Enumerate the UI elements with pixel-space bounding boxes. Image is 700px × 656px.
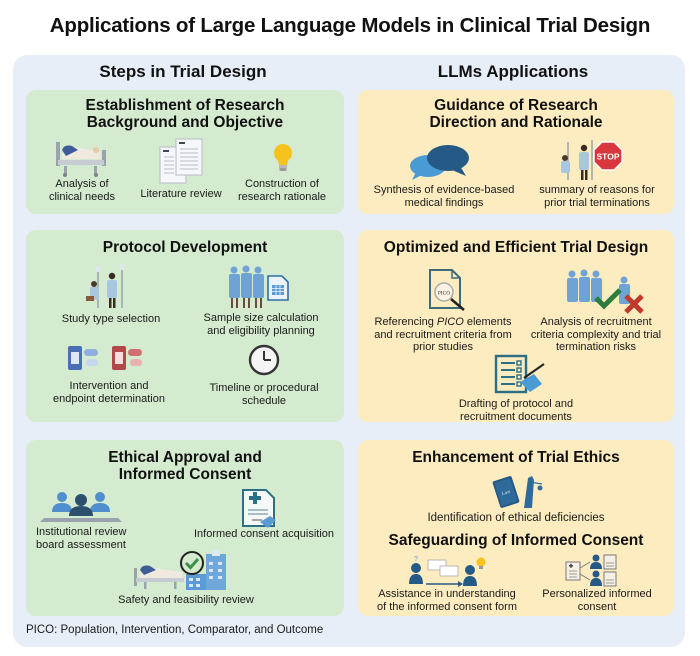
- checklist-writing-icon: [494, 354, 545, 394]
- column-heading-llm: LLMs Applications: [437, 62, 589, 81]
- stop-sign-text: STOP: [597, 152, 620, 162]
- panel-title: Enhancement of Trial Ethics: [412, 449, 620, 466]
- panel-research-guidance: Guidance of Research Direction and Ratio…: [358, 90, 674, 214]
- documents-icon: [159, 138, 203, 184]
- clock-icon: [248, 344, 280, 376]
- pill-bottles-icon: [68, 346, 142, 370]
- panel-subtitle-informed-consent: Safeguarding of Informed Consent: [388, 532, 644, 549]
- law-book-text: Law: [501, 490, 511, 498]
- item-label-pico-referencing: Referencing PICO elements and recruitmen…: [374, 316, 512, 353]
- speech-bubbles-icon: [410, 145, 469, 180]
- panel-title-line2: Direction and Rationale: [429, 114, 603, 131]
- panel-ethical-approval: Ethical Approval and Informed Consent In…: [26, 440, 344, 616]
- svg-text:?: ?: [414, 556, 418, 563]
- item-label-ethical-deficiencies: Identification of ethical deficiencies: [427, 512, 605, 524]
- panel-trial-ethics: Enhancement of Trial Ethics Law Identifi…: [358, 440, 674, 616]
- board-meeting-icon: [40, 492, 122, 522]
- panel-title: Guidance of Research Direction and Ratio…: [358, 97, 674, 131]
- patients-iv-icon: [86, 264, 124, 308]
- lightbulb-icon: [274, 144, 292, 171]
- panel-protocol-development: Protocol Development Study type selectio…: [26, 230, 344, 422]
- patients-stop-sign-icon: STOP: [561, 140, 623, 180]
- panel-title-line1: Ethical Approval and: [108, 449, 262, 466]
- item-label-recruitment-analysis: Analysis of recruitment criteria complex…: [530, 316, 662, 353]
- item-label-safety-feasibility: Safety and feasibility review: [118, 594, 254, 606]
- item-label-literature-review: Literature review: [140, 188, 222, 200]
- pico-search-document-icon: PICO: [429, 269, 465, 311]
- group-spreadsheet-icon: [229, 265, 289, 308]
- pico-doc-text: PICO: [438, 291, 451, 297]
- panel-title: Ethical Approval and Informed Consent: [26, 449, 344, 483]
- hospital-check-icon: [134, 550, 226, 590]
- panel-title-line1: Guidance of Research: [434, 97, 598, 114]
- panel-title: Optimized and Efficient Trial Design: [383, 239, 649, 256]
- item-label-informed-consent-acquisition: Informed consent acquisition: [193, 528, 335, 540]
- panel-research-background: Establishment of Research Background and…: [26, 90, 344, 214]
- column-heading-steps: Steps in Trial Design: [99, 62, 267, 81]
- panel-title-line1: Establishment of Research: [85, 97, 285, 114]
- medical-form-signing-icon: [242, 489, 276, 528]
- footnote-pico-definition: PICO: Population, Intervention, Comparat…: [26, 624, 324, 636]
- panel-title: Establishment of Research Background and…: [26, 97, 344, 131]
- item-label-study-type: Study type selection: [61, 313, 161, 325]
- figure-title: Applications of Large Language Models in…: [49, 14, 651, 37]
- panel-title: Protocol Development: [102, 239, 268, 256]
- panel-title-line2: Informed Consent: [118, 466, 252, 483]
- personalized-consent-icon: [565, 554, 617, 587]
- law-justice-icon: Law: [492, 476, 543, 508]
- patients-check-cross-icon: [567, 269, 644, 314]
- panel-optimized-trial-design: Optimized and Efficient Trial Design PIC…: [358, 230, 674, 423]
- consent-explanation-icon: ?: [409, 556, 486, 587]
- hospital-bed-icon: [56, 142, 106, 177]
- panel-title-line2: Background and Objective: [86, 114, 284, 131]
